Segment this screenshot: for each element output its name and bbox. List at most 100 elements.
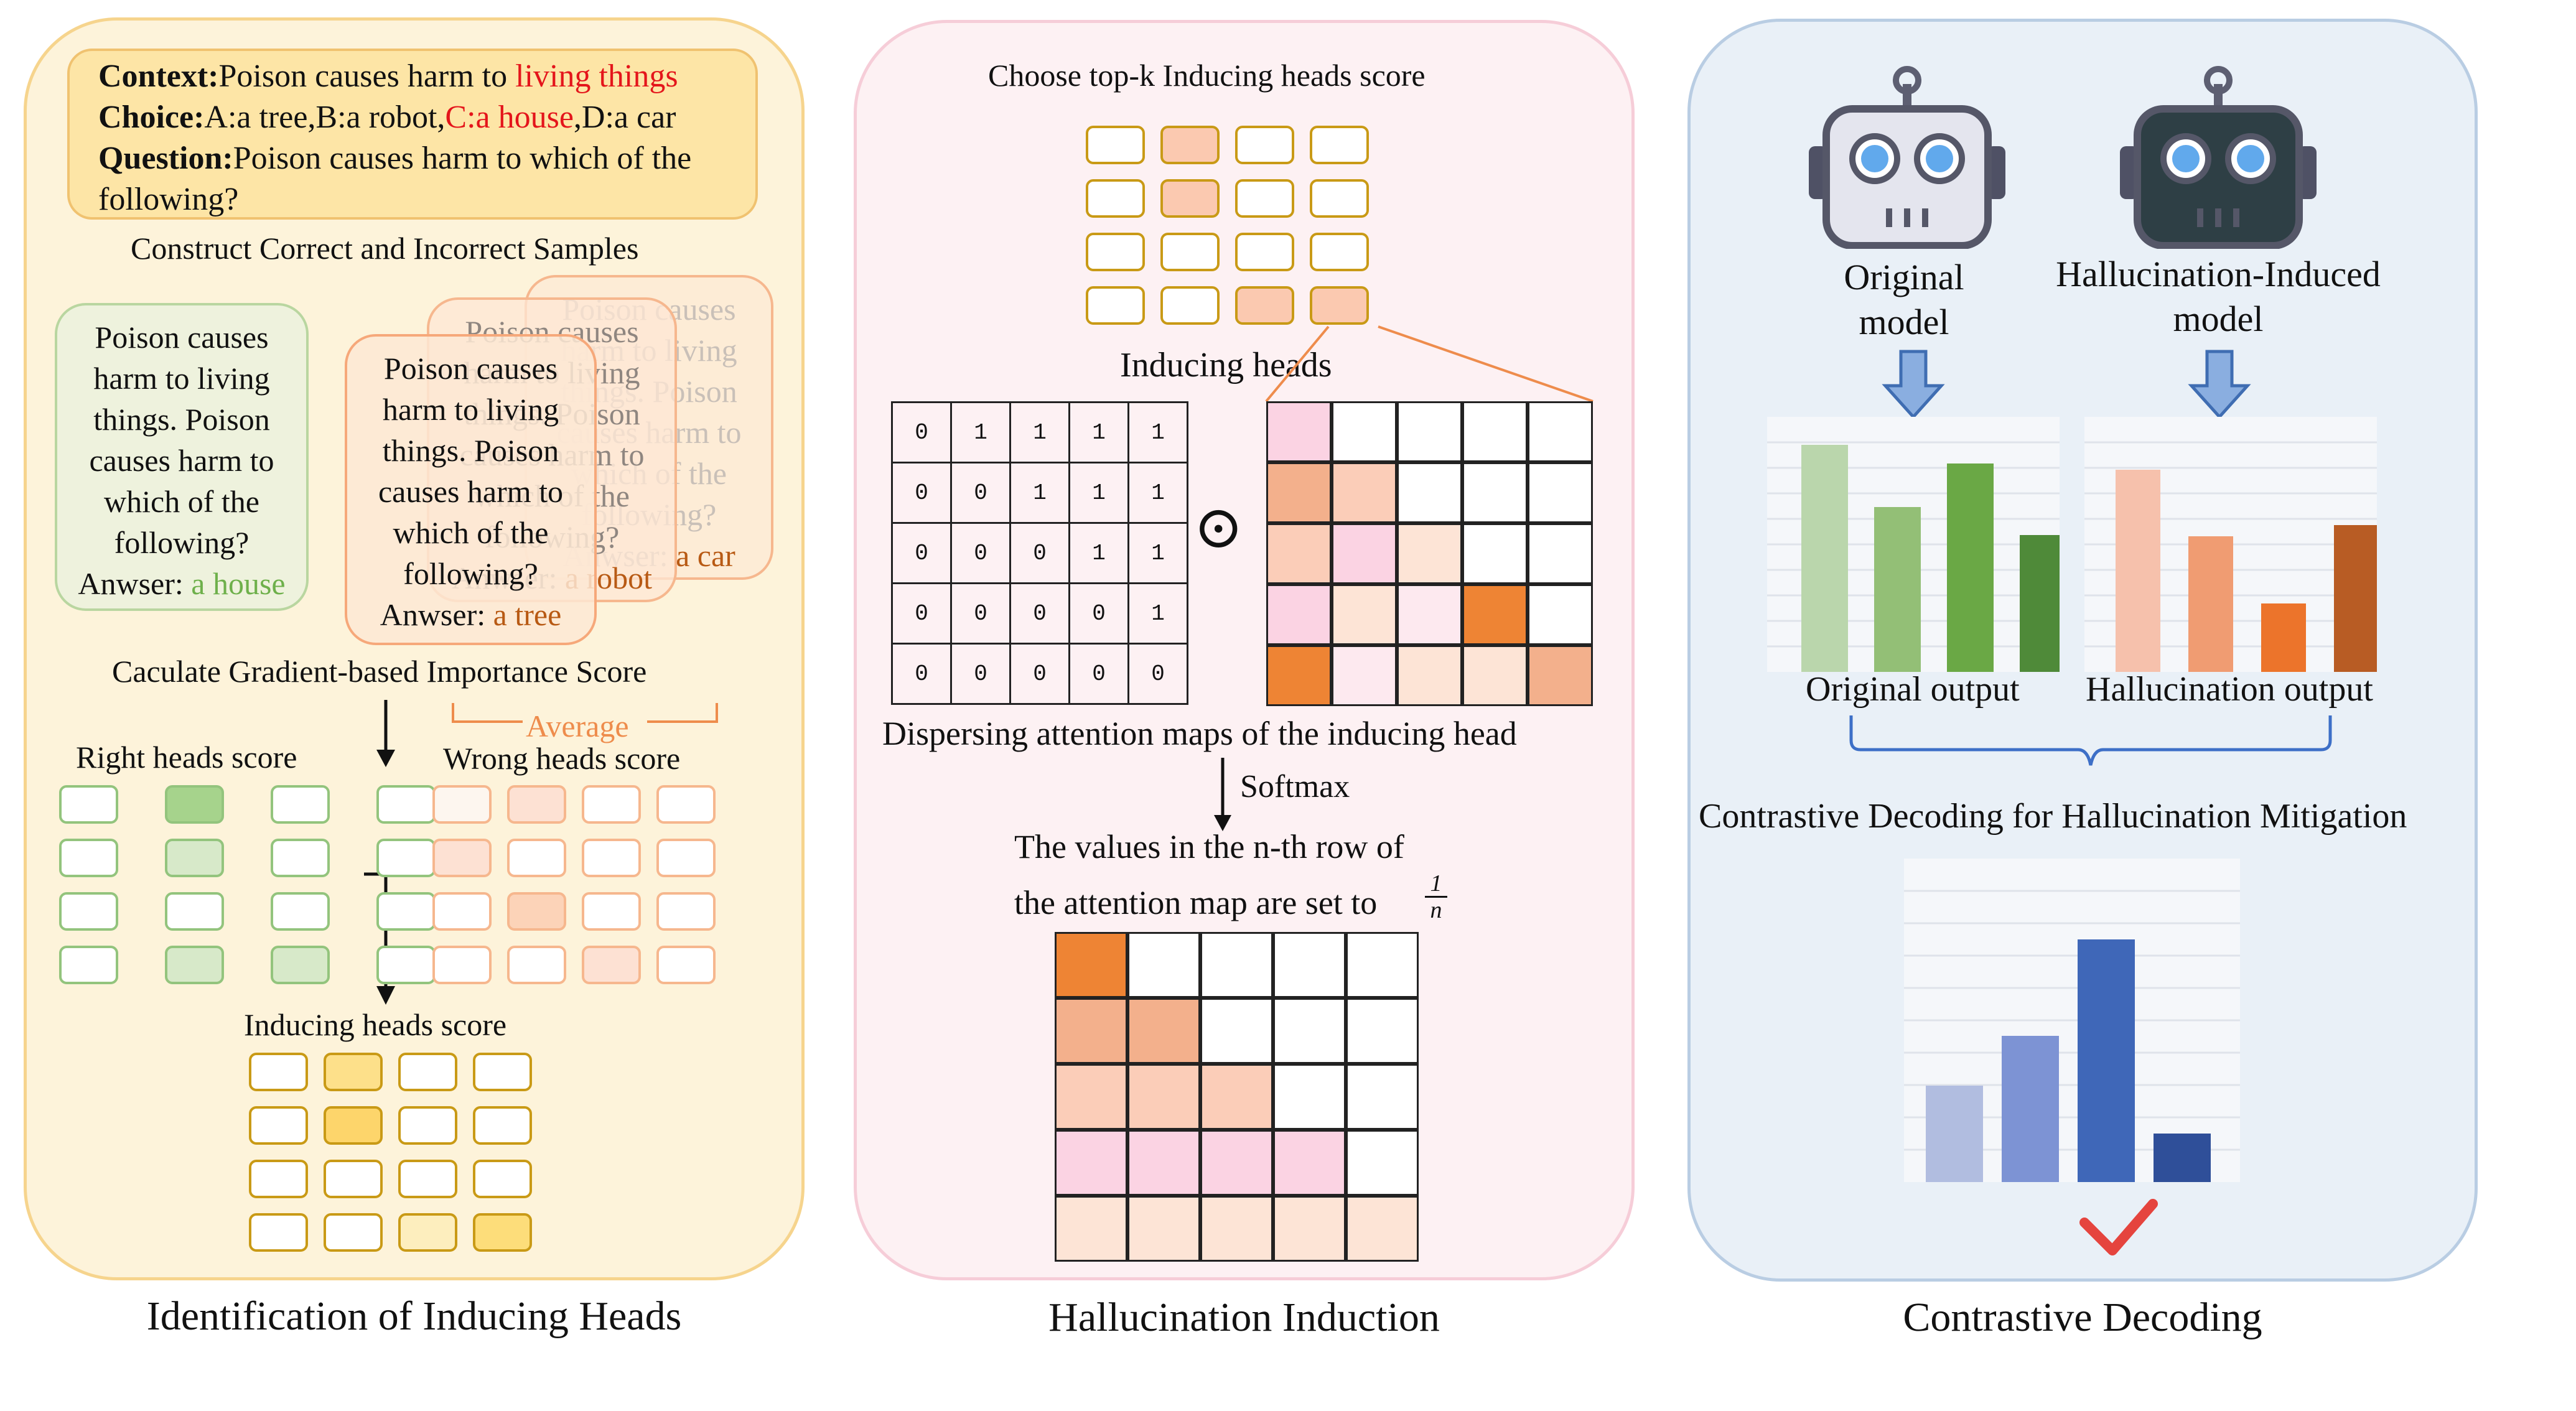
attention-cell — [1332, 584, 1397, 645]
score-cell — [376, 946, 436, 984]
attention-cell — [1266, 401, 1332, 462]
score-cell — [432, 785, 492, 824]
attention-cell — [1346, 1064, 1419, 1130]
incorrect-sample-card-1: Poison causes harm to living things. Poi… — [345, 334, 597, 645]
score-cell — [656, 892, 716, 931]
head-cell — [1160, 179, 1220, 218]
score-cell — [59, 839, 118, 877]
inducing-heads-score-label: Inducing heads score — [244, 1007, 507, 1042]
score-cell — [271, 892, 330, 931]
score-cell — [398, 1106, 457, 1145]
score-cell — [432, 946, 492, 984]
bar — [1926, 1086, 1983, 1182]
check-icon — [2079, 1199, 2158, 1255]
score-cell — [656, 785, 716, 824]
attention-cell — [1200, 1064, 1273, 1130]
context-box: Context:Poison causes harm to living thi… — [67, 49, 758, 220]
attention-cell — [1200, 998, 1273, 1064]
attention-cell — [1055, 998, 1127, 1064]
bar — [2261, 603, 2306, 672]
attention-cell — [1397, 645, 1462, 706]
attention-cell — [1462, 462, 1528, 523]
score-cell — [432, 839, 492, 877]
attention-cell — [1397, 462, 1462, 523]
softmax-label: Softmax — [1240, 769, 1350, 804]
attention-cell — [1127, 1064, 1200, 1130]
score-cell — [376, 785, 436, 824]
attention-cell — [1127, 932, 1200, 998]
attention-cell — [1273, 1064, 1346, 1130]
attention-cell — [1266, 645, 1332, 706]
score-cell — [507, 946, 566, 984]
score-cell — [249, 1053, 308, 1091]
attention-cell — [1332, 523, 1397, 584]
right-panel-title: Contrastive Decoding — [1903, 1295, 2262, 1340]
attention-cell — [1200, 932, 1273, 998]
merge-arrow-icon — [364, 872, 408, 1005]
head-cell — [1235, 286, 1294, 325]
score-cell — [324, 1160, 383, 1198]
score-cell — [249, 1160, 308, 1198]
score-cell — [376, 839, 436, 877]
score-cell — [473, 1106, 532, 1145]
bar — [2020, 535, 2060, 672]
head-cell — [1086, 126, 1145, 164]
score-cell — [271, 946, 330, 984]
head-cell — [1310, 179, 1369, 218]
softmax-arrow-icon — [1214, 758, 1231, 831]
score-cell — [507, 785, 566, 824]
down-arrow-icon — [376, 700, 395, 767]
head-cell — [1086, 179, 1145, 218]
score-cell — [59, 946, 118, 984]
attention-cell — [1273, 1130, 1346, 1196]
original-output-label: Original output — [1806, 670, 2020, 709]
halluc-output-label: Hallucination output — [2086, 670, 2373, 709]
attention-cell — [1055, 1196, 1127, 1262]
attention-cell — [1397, 584, 1462, 645]
head-cell — [1086, 286, 1145, 325]
score-cell — [165, 946, 224, 984]
score-cell — [432, 892, 492, 931]
attention-cell — [1528, 401, 1593, 462]
score-cell — [324, 1106, 383, 1145]
attention-cell — [1462, 401, 1528, 462]
score-cell — [324, 1053, 383, 1091]
values-line-1: The values in the n-th row of — [1014, 828, 1404, 865]
score-cell — [473, 1213, 532, 1252]
head-cell — [1310, 233, 1369, 271]
dispersing-label: Dispersing attention maps of the inducin… — [882, 715, 1517, 752]
down-arrow-icon — [1882, 350, 1945, 419]
zoom-lines — [1265, 325, 1594, 403]
robot-icon — [1809, 66, 2005, 249]
attention-cell — [1332, 462, 1397, 523]
score-cell — [165, 892, 224, 931]
score-cell — [507, 839, 566, 877]
contrastive-label: Contrastive Decoding for Hallucination M… — [1699, 797, 2407, 836]
attention-cell — [1462, 584, 1528, 645]
attention-cell — [1266, 523, 1332, 584]
attention-cell — [1273, 932, 1346, 998]
score-cell — [376, 892, 436, 931]
attention-cell — [1332, 645, 1397, 706]
score-cell — [656, 839, 716, 877]
attention-cell — [1127, 1130, 1200, 1196]
score-cell — [507, 892, 566, 931]
attention-cell — [1346, 932, 1419, 998]
down-arrow-icon — [2188, 350, 2251, 419]
head-cell — [1235, 233, 1294, 271]
score-cell — [59, 785, 118, 824]
halluc-output-chart — [2084, 417, 2377, 672]
attention-cell — [1055, 932, 1127, 998]
score-cell — [398, 1160, 457, 1198]
average-bracket — [452, 703, 718, 723]
fraction-numerator: 1 — [1430, 870, 1442, 896]
score-cell — [473, 1053, 532, 1091]
gradient-score-heading: Caculate Gradient-based Importance Score — [112, 654, 647, 689]
hadamard-product-icon: ⊙ — [1193, 494, 1244, 561]
score-cell — [656, 946, 716, 984]
contrastive-output-chart — [1904, 859, 2240, 1182]
output-brace — [1849, 715, 2332, 766]
head-cell — [1160, 286, 1220, 325]
average-label: Average — [526, 709, 629, 743]
